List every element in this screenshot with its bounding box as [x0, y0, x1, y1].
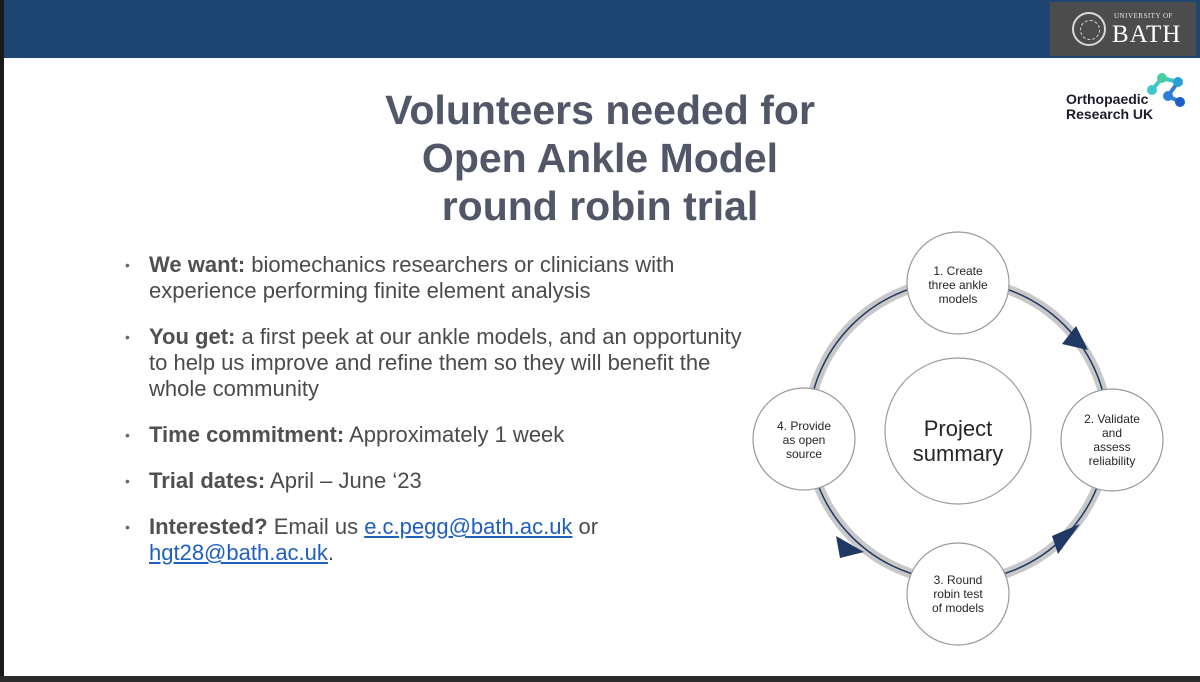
- center-line-2: summary: [913, 441, 1003, 466]
- center-node: [884, 357, 1032, 505]
- bullet-text: April – June ‘23: [265, 468, 422, 493]
- sponsor-line-2: Research UK: [1066, 106, 1154, 122]
- step-3-line-3: of models: [932, 601, 984, 615]
- bullet-label: Time commitment:: [149, 422, 345, 447]
- bullet-text: Approximately 1 week: [344, 422, 565, 447]
- step-4-line-3: source: [786, 447, 822, 461]
- sponsor-line-1: Orthopaedic: [1066, 91, 1149, 107]
- university-of-bath-logo: UNIVERSITY OF BATH: [1050, 2, 1196, 56]
- bullet-you-get: You get: a first peek at our ankle model…: [125, 324, 745, 402]
- step-2-line-3: assess: [1093, 440, 1130, 454]
- bullet-text: Email us: [267, 514, 365, 539]
- bullet-label: Trial dates:: [149, 468, 266, 493]
- step-3-line-2: robin test: [933, 587, 983, 601]
- bullet-text: a first peek at our ankle models, and an…: [149, 324, 742, 401]
- step-4-line-1: 4. Provide: [777, 419, 831, 433]
- university-seal-icon: [1072, 12, 1106, 46]
- bullet-label: You get:: [149, 324, 236, 349]
- title-line-3: round robin trial: [441, 183, 759, 229]
- header-bar: [0, 0, 1200, 58]
- step-1-line-3: models: [939, 292, 978, 306]
- step-4-line-2: as open: [783, 433, 826, 447]
- arrow-3-to-4: [836, 536, 864, 558]
- step-1-line-2: three ankle: [928, 278, 988, 292]
- slide-title: Volunteers needed for Open Ankle Model r…: [300, 86, 900, 230]
- bullet-text-end: .: [327, 540, 335, 565]
- molecule-icon: [1147, 73, 1185, 107]
- bullet-trial-dates: Trial dates: April – June ‘23: [125, 468, 745, 494]
- logo-bath-label: BATH: [1112, 21, 1182, 48]
- sponsor-name: Orthopaedic Research UK: [1066, 92, 1153, 122]
- orthopaedic-research-uk-logo: Orthopaedic Research UK: [1062, 70, 1188, 130]
- title-line-2: Open Ankle Model: [421, 135, 779, 181]
- bullet-time-commitment: Time commitment: Approximately 1 week: [125, 422, 745, 448]
- center-line-1: Project: [924, 416, 992, 441]
- step-2-line-2: and: [1102, 426, 1122, 440]
- step-node-2: [1060, 388, 1164, 492]
- bullet-text-or: or: [572, 514, 599, 539]
- step-1-line-1: 1. Create: [933, 264, 983, 278]
- arrow-1-to-2: [1062, 326, 1088, 350]
- arrow-2-to-3: [1052, 524, 1080, 554]
- title-line-1: Volunteers needed for: [385, 87, 815, 133]
- bullet-list: We want: biomechanics researchers or cli…: [125, 252, 745, 586]
- project-cycle-diagram: Project summary 1. Create three ankle mo…: [752, 231, 1164, 646]
- step-3-line-1: 3. Round: [934, 573, 983, 587]
- step-node-3: [906, 542, 1010, 646]
- bottom-edge: [0, 676, 1200, 682]
- bullet-interested: Interested? Email us e.c.pegg@bath.ac.uk…: [125, 514, 745, 566]
- email-link-hgt28[interactable]: hgt28@bath.ac.uk: [149, 540, 328, 565]
- step-node-1: [906, 231, 1010, 335]
- bullet-label: We want:: [149, 252, 246, 277]
- bullet-text: biomechanics researchers or clinicians w…: [149, 252, 675, 303]
- email-link-pegg[interactable]: e.c.pegg@bath.ac.uk: [364, 514, 573, 539]
- bullet-label: Interested?: [149, 514, 268, 539]
- logo-university-label: UNIVERSITY OF: [1114, 12, 1173, 20]
- bullet-we-want: We want: biomechanics researchers or cli…: [125, 252, 745, 304]
- step-node-4: [752, 387, 856, 491]
- step-2-line-4: reliability: [1089, 454, 1136, 468]
- step-2-line-1: 2. Validate: [1084, 412, 1140, 426]
- left-edge: [0, 0, 4, 682]
